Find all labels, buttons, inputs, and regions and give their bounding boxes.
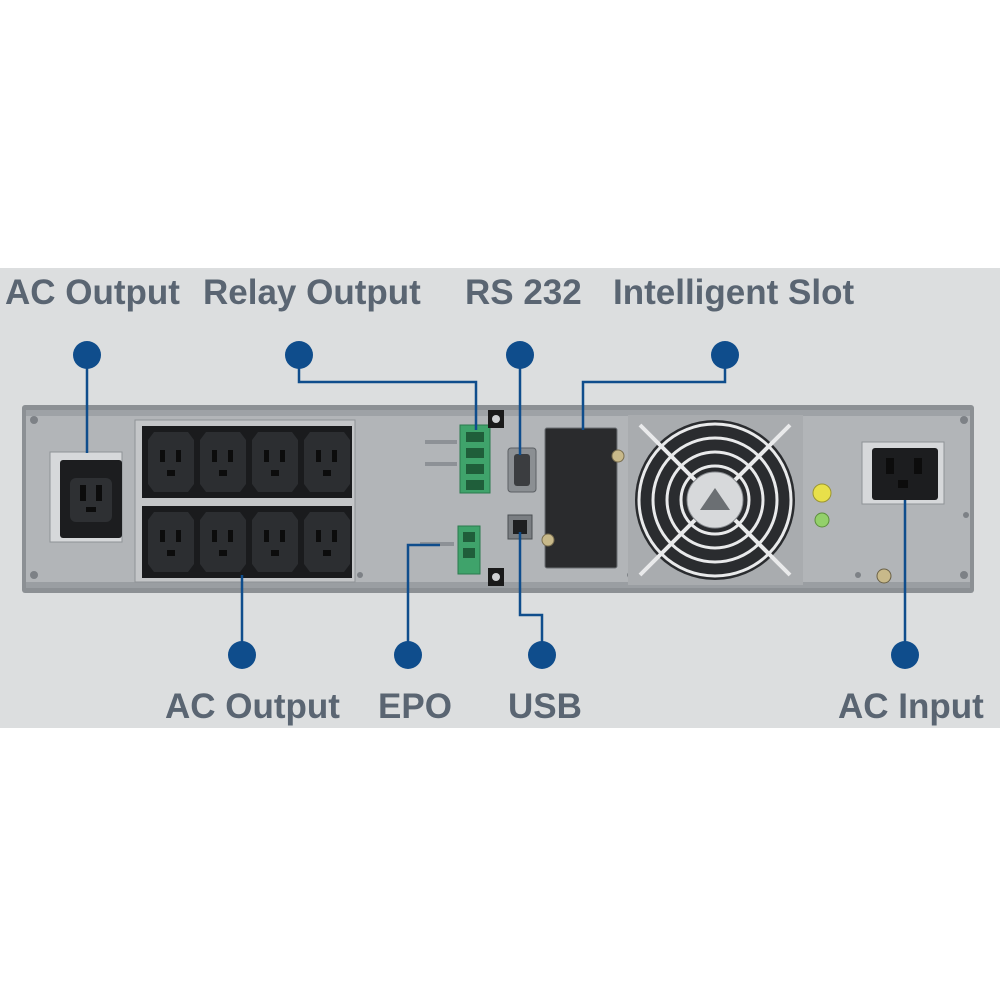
relay-output-terminal: [425, 424, 491, 494]
label-ac-output-top: AC Output: [5, 273, 180, 312]
label-relay-output: Relay Output: [203, 273, 421, 312]
socket-pin: [228, 450, 233, 462]
socket-pin: [332, 530, 337, 542]
screw: [30, 571, 38, 579]
leader-epo: [406, 543, 440, 655]
socket-pin: [264, 450, 269, 462]
socket-pin: [280, 530, 285, 542]
screw: [960, 416, 968, 424]
ups-chassis: [22, 405, 974, 593]
callout-dot-epo: [394, 641, 422, 669]
socket-pin: [160, 450, 165, 462]
c13-socket: [148, 432, 194, 492]
c13-socket: [304, 512, 350, 572]
socket-pin: [316, 530, 321, 542]
socket-pin: [228, 530, 233, 542]
indicator-green: [814, 512, 830, 528]
c13-socket: [252, 432, 298, 492]
ac-input-socket: [861, 441, 945, 505]
leader-usb: [518, 532, 544, 655]
label-intelligent-slot: Intelligent Slot: [613, 273, 854, 312]
socket-pin: [160, 530, 165, 542]
label-ac-output-bottom: AC Output: [165, 687, 340, 726]
label-rs232: RS 232: [465, 273, 582, 312]
socket-pin: [332, 450, 337, 462]
ac-output-c19-socket: [49, 451, 123, 543]
socket-pin: [212, 450, 217, 462]
socket-pin: [176, 450, 181, 462]
screw: [357, 572, 363, 578]
c13-socket: [200, 432, 246, 492]
c13-socket: [148, 512, 194, 572]
socket-ground-pin: [271, 550, 279, 556]
socket-ground-pin: [323, 470, 331, 476]
callout-dot-rs232: [506, 341, 534, 369]
intelligent-slot: [541, 427, 625, 569]
socket-pin: [316, 450, 321, 462]
c13-socket: [200, 512, 246, 572]
ac-output-socket-bank: [134, 419, 356, 583]
c13-socket: [304, 432, 350, 492]
label-usb: USB: [508, 687, 582, 726]
callout-dot-ac-output-bottom: [228, 641, 256, 669]
indicator-yellow: [812, 483, 832, 503]
callout-dot-relay-output: [285, 341, 313, 369]
socket-ground-pin: [323, 550, 331, 556]
ground-screw: [876, 568, 892, 584]
cooling-fan: [628, 415, 803, 585]
socket-ground-pin: [167, 470, 175, 476]
callout-dot-ac-input: [891, 641, 919, 669]
socket-pin: [280, 450, 285, 462]
callout-dot-intelligent-slot: [711, 341, 739, 369]
socket-pin: [264, 530, 269, 542]
screw: [30, 416, 38, 424]
socket-ground-pin: [219, 470, 227, 476]
screw: [960, 571, 968, 579]
c13-socket: [252, 512, 298, 572]
rs232-port: [507, 447, 537, 493]
socket-ground-pin: [219, 550, 227, 556]
socket-ground-pin: [271, 470, 279, 476]
screw: [963, 512, 969, 518]
socket-ground-pin: [167, 550, 175, 556]
label-ac-input: AC Input: [838, 687, 984, 726]
label-epo: EPO: [378, 687, 452, 726]
socket-pin: [212, 530, 217, 542]
socket-pin: [176, 530, 181, 542]
screw: [855, 572, 861, 578]
callout-dot-usb: [528, 641, 556, 669]
callout-dot-ac-output-top: [73, 341, 101, 369]
callout-dots: [73, 341, 919, 669]
